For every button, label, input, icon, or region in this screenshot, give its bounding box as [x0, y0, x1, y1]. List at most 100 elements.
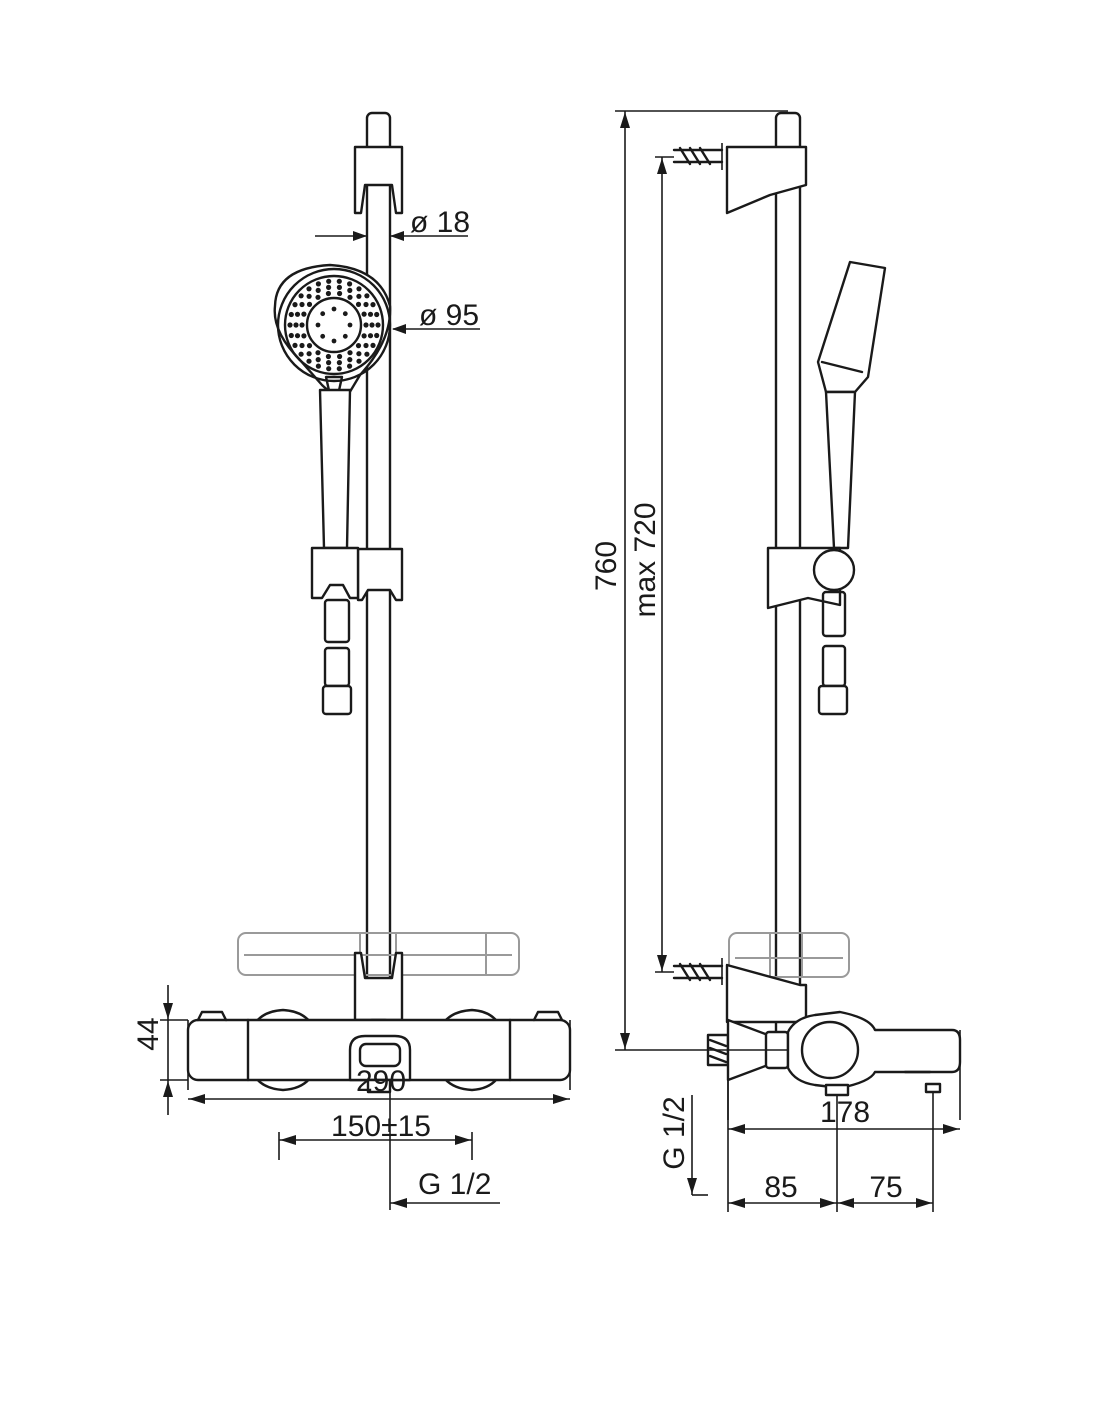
front-view-shower-set — [237, 111, 520, 1053]
nozzle-dot — [367, 333, 374, 339]
nozzle-dot — [306, 358, 312, 364]
side-top-wall-plug — [672, 143, 724, 170]
nozzle-dot — [306, 301, 313, 307]
nozzle-dot — [315, 287, 321, 293]
nozzle-dot — [315, 363, 321, 369]
nozzle-dot — [288, 311, 294, 318]
dimension-lines — [160, 110, 961, 1212]
nozzle-dot — [356, 351, 362, 357]
nozzle-dot — [315, 350, 321, 356]
nozzle-dot — [293, 322, 299, 328]
nozzle-dot — [370, 342, 376, 348]
nozzle-dot — [292, 302, 298, 308]
mixer-side-view — [706, 1010, 962, 1097]
nozzle-dot — [306, 286, 312, 292]
nozzle-dot — [363, 322, 369, 328]
front-handle — [318, 388, 352, 550]
nozzle-dot — [298, 351, 304, 357]
nozzle-dot — [336, 284, 342, 290]
nozzle-dot — [363, 342, 369, 349]
total-height-label: 760 — [590, 541, 623, 591]
nozzle-dot — [367, 311, 374, 317]
dimension-labels: ø 18 ø 95 760 max 720 290 150±15 44 G 1/… — [132, 206, 903, 1204]
front-slider — [356, 547, 404, 602]
mixer-centres-label: 150±15 — [331, 1110, 431, 1143]
nozzle-dot — [301, 333, 307, 339]
nozzle-dot — [337, 290, 343, 297]
depth-outlet-front-label: 75 — [869, 1171, 902, 1204]
nozzle-dot — [299, 342, 305, 349]
nozzle-dot — [356, 286, 362, 292]
mixer-side-knob — [800, 1020, 860, 1080]
nozzle-dot — [347, 350, 353, 356]
nozzle-dot — [288, 332, 294, 339]
nozzle-dot — [336, 366, 342, 372]
mixer-depth-label: 178 — [820, 1096, 870, 1129]
nozzle-dot — [299, 322, 305, 328]
nozzle-dot — [356, 293, 362, 299]
nozzle-dot — [326, 278, 332, 284]
mixer-width-label: 290 — [356, 1065, 406, 1098]
nozzle-dot — [347, 287, 353, 293]
nozzle-dot — [369, 322, 375, 328]
nozzle-dot — [306, 293, 312, 299]
nozzle-pattern — [287, 278, 381, 372]
nozzle-dot — [292, 342, 298, 348]
nozzle-dot — [347, 363, 353, 369]
nozzle-dot — [361, 333, 367, 339]
front-shower-head — [273, 263, 392, 397]
nozzle-dot — [337, 353, 343, 360]
nozzle-dot — [347, 357, 353, 363]
front-hose — [321, 598, 353, 716]
nozzle-dot — [298, 293, 304, 299]
nozzle-dot — [375, 322, 381, 328]
nozzle-dot — [306, 351, 312, 357]
nozzle-dot — [315, 294, 321, 300]
front-soap-tray — [237, 932, 520, 976]
side-top-bracket — [725, 145, 808, 215]
nozzle-dot — [342, 311, 348, 317]
side-bottom-wall-plug — [672, 958, 724, 985]
nozzle-dot — [294, 311, 301, 317]
side-knob — [812, 548, 856, 592]
nozzle-dot — [306, 343, 313, 349]
side-handle — [824, 390, 857, 550]
nozzle-dot — [320, 311, 326, 317]
mixer-inlet-label: G 1/2 — [658, 1096, 691, 1169]
nozzle-dot — [356, 358, 362, 364]
nozzle-dot — [342, 333, 348, 339]
nozzle-dot — [331, 338, 337, 344]
nozzle-dot — [301, 311, 307, 317]
max-height-label: max 720 — [629, 502, 662, 617]
nozzle-dot — [355, 343, 362, 349]
mixer-front-view — [186, 1008, 572, 1094]
front-holder — [310, 546, 360, 600]
front-bottom-bracket — [353, 951, 404, 1022]
nozzle-dot — [299, 301, 305, 308]
side-view-shower-set — [672, 111, 887, 1053]
mixer-height-label: 44 — [132, 1017, 165, 1050]
mixer-outlet-label: G 1/2 — [418, 1168, 491, 1201]
nozzle-dot — [331, 306, 337, 312]
mixer-outlet — [348, 1034, 412, 1082]
nozzle-dot — [363, 301, 369, 308]
nozzle-dot — [326, 366, 332, 372]
nozzle-dot — [374, 332, 380, 339]
nozzle-dot — [315, 322, 321, 328]
nozzle-dot — [347, 294, 353, 300]
head-diameter-label: ø 95 — [419, 299, 479, 332]
nozzle-dot — [370, 302, 376, 308]
nozzle-dot — [325, 290, 331, 297]
nozzle-dot — [347, 281, 353, 287]
rail-diameter-label: ø 18 — [410, 206, 470, 239]
nozzle-dot — [364, 351, 370, 357]
nozzle-dot — [361, 311, 367, 317]
nozzle-dot — [315, 357, 321, 363]
side-shower-head — [816, 260, 887, 394]
nozzle-dot — [347, 322, 353, 328]
nozzle-dot — [287, 322, 293, 328]
nozzle-dot — [374, 311, 380, 318]
front-top-bracket — [353, 145, 404, 215]
nozzle-dot — [294, 333, 301, 339]
